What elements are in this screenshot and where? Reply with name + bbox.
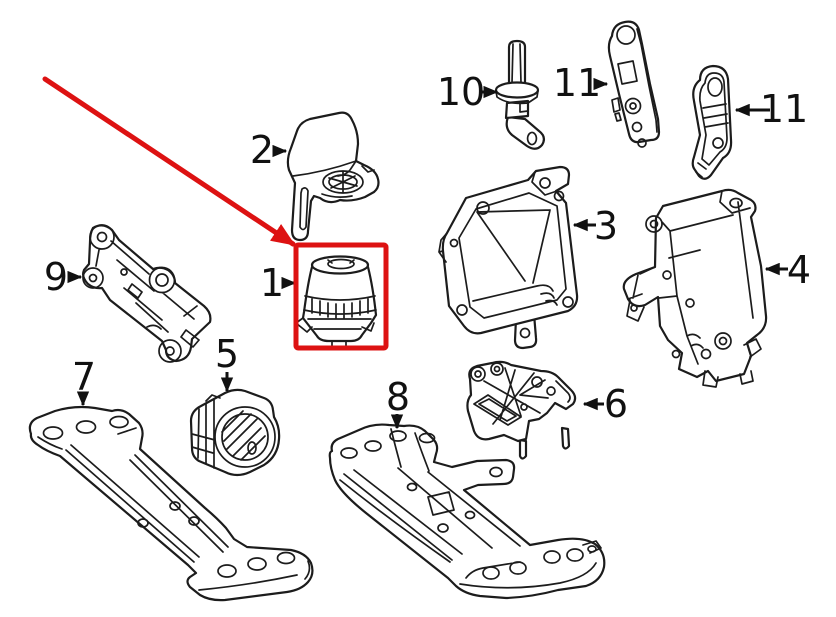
part-4-details: [626, 190, 762, 388]
part-9-details: [82, 224, 200, 363]
part-4-outline: [622, 188, 768, 383]
part-10-stem-lines: [511, 43, 522, 84]
part-6-details: [470, 362, 571, 426]
part-9-drawing[interactable]: [82, 224, 212, 363]
part-1-drawing[interactable]: [295, 255, 378, 349]
part-10-neck: [504, 99, 530, 120]
callout-label-9: 9: [44, 255, 68, 299]
part-7-drawing[interactable]: [28, 405, 314, 602]
part-7-details: [37, 415, 311, 591]
part-10-collar: [494, 81, 540, 99]
callout-part-7[interactable]: 7: [72, 355, 96, 407]
callout-label-10: 10: [437, 70, 485, 114]
callout-label-11-left: 11: [553, 61, 601, 105]
part-5-drawing[interactable]: [189, 388, 281, 477]
callout-part-11-left[interactable]: 11: [553, 61, 609, 105]
part-4-drawing[interactable]: [622, 188, 768, 388]
part-6-legs: [518, 426, 571, 460]
part-2-drawing[interactable]: [286, 111, 380, 242]
part-11b-details: [695, 72, 729, 178]
callouts: 1 2 3 4 5 6 7 8: [44, 61, 811, 430]
part-10-drawing[interactable]: [494, 39, 546, 150]
part-8-drawing[interactable]: [328, 423, 606, 600]
highlight-box: [293, 242, 389, 351]
part-2-details: [292, 160, 375, 231]
callout-part-5[interactable]: 5: [215, 332, 239, 393]
part-5-details: [191, 394, 276, 469]
callout-part-9[interactable]: 9: [44, 255, 83, 299]
callout-part-11-right[interactable]: 11: [734, 87, 808, 131]
highlight-arrow: [42, 76, 296, 247]
callout-part-3[interactable]: 3: [572, 204, 618, 248]
part-10-arm: [505, 115, 546, 150]
callout-label-4: 4: [787, 248, 811, 292]
callout-label-3: 3: [594, 204, 618, 248]
callout-part-10[interactable]: 10: [437, 70, 499, 114]
part-3-drawing[interactable]: [438, 165, 579, 350]
callout-part-2[interactable]: 2: [250, 128, 288, 172]
callout-label-8: 8: [386, 375, 410, 419]
callout-label-11-right: 11: [760, 87, 808, 131]
part-11a-drawing[interactable]: [607, 20, 661, 148]
part-6-drawing[interactable]: [466, 360, 577, 460]
part-11a-details: [611, 25, 658, 148]
callout-label-6: 6: [604, 382, 628, 426]
part-1-outline: [301, 265, 378, 343]
callout-label-7: 7: [72, 355, 96, 399]
part-8-details: [339, 428, 602, 589]
callout-part-4[interactable]: 4: [764, 248, 811, 292]
callout-part-1[interactable]: 1: [260, 261, 297, 305]
part-9-outline: [82, 224, 212, 363]
part-11b-drawing[interactable]: [691, 64, 733, 180]
callout-label-2: 2: [250, 128, 274, 172]
part-3-details: [438, 171, 574, 339]
callout-part-8[interactable]: 8: [386, 375, 410, 430]
callout-label-5: 5: [215, 332, 239, 376]
highlight-annotation: [42, 76, 389, 351]
part-5-outline: [189, 388, 281, 477]
callout-part-6[interactable]: 6: [582, 382, 628, 426]
callout-label-1: 1: [260, 261, 284, 305]
